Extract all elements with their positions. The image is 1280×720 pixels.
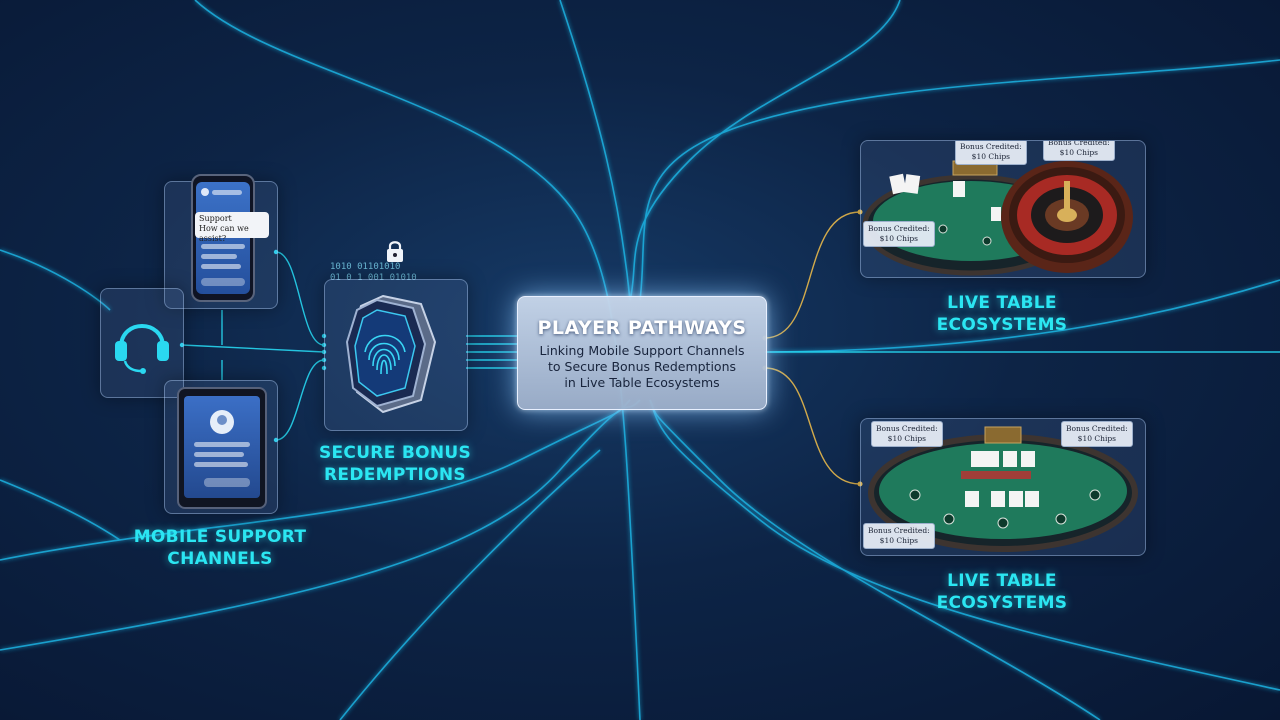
bonus-tag: Bonus Credited:$10 Chips	[863, 221, 935, 247]
secure-card	[324, 279, 468, 431]
binary-rows: 1010 01101010 01 0 1 001 01010	[330, 262, 470, 284]
page-title: PLAYER PATHWAYS	[537, 317, 747, 339]
headset-icon	[115, 324, 169, 374]
padlock-icon	[387, 241, 403, 262]
live-table-card-top: Bonus Credited:$10 Chips Bonus Credited:…	[860, 140, 1146, 278]
bonus-tag: Bonus Credited:$10 Chips	[1061, 421, 1133, 447]
chat-bubble-title: Support	[199, 214, 232, 223]
tablet-card	[164, 380, 278, 514]
tablet-icon	[177, 387, 267, 509]
mobile-support-label: MOBILE SUPPORT CHANNELS	[133, 527, 307, 569]
subtitle-line: to Secure Bonus Redemptions	[547, 359, 737, 374]
chat-bubble-text: How can we assist?	[199, 224, 249, 243]
center-card: PLAYER PATHWAYS Linking Mobile Support C…	[517, 296, 767, 410]
subtitle-line: Linking Mobile Support Channels	[539, 343, 745, 358]
bonus-tag: Bonus Credited:$10 Chips	[955, 141, 1027, 165]
live-table-label-top: LIVE TABLE ECOSYSTEMS	[936, 293, 1068, 335]
smartphone-icon	[191, 174, 255, 302]
secure-bonus-label: SECURE BONUS REDEMPTIONS	[318, 443, 472, 485]
binary-row: 1010 01101010	[330, 262, 401, 272]
bonus-tag: Bonus Credited:$10 Chips	[863, 523, 935, 549]
phone-card: Support How can we assist?	[164, 174, 278, 309]
subtitle-line: in Live Table Ecosystems	[564, 375, 720, 390]
headset-card	[100, 288, 184, 398]
binary-row: 01 0 1 001 01010	[330, 273, 417, 283]
live-table-label-bottom: LIVE TABLE ECOSYSTEMS	[936, 571, 1068, 613]
fingerprint-shield-icon	[345, 294, 437, 414]
bonus-tag: Bonus Credited:$10 Chips	[871, 421, 943, 447]
chat-bubble: Support How can we assist?	[195, 212, 269, 243]
card-table-icon	[868, 426, 1138, 552]
live-table-card-bottom: Bonus Credited:$10 Chips Bonus Credited:…	[860, 418, 1146, 556]
bonus-tag: Bonus Credited:$10 Chips	[1043, 141, 1115, 161]
